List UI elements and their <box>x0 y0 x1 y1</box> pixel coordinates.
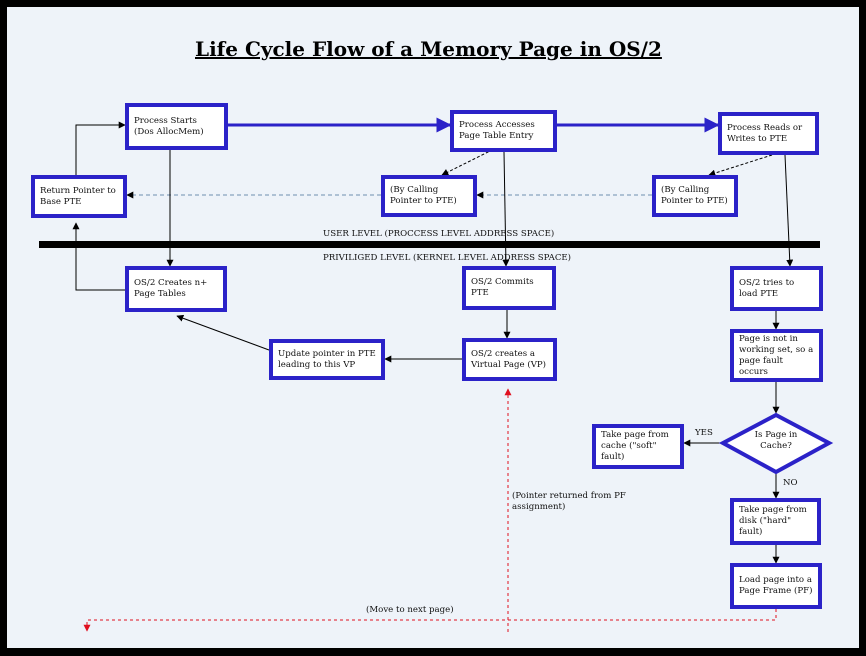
arrow-creates-tables-to-return <box>72 222 125 291</box>
node-os2-creates-tables: OS/2 Creates n+ Page Tables <box>125 266 227 312</box>
node-process-reads: Process Reads or Writes to PTE <box>718 112 819 155</box>
user-level-label: USER LEVEL (PROCCESS LEVEL ADDRESS SPACE… <box>323 229 555 239</box>
node-is-in-cache-label: Is Page in Cache? <box>754 430 798 451</box>
node-os2-creates-vp: OS/2 creates a Virtual Page (VP) <box>462 338 557 381</box>
page-title: Life Cycle Flow of a Memory Page in OS/2 <box>195 37 662 61</box>
arrow-reads-to-calling2 <box>708 154 773 177</box>
node-load-page: Load page into a Page Frame (PF) <box>730 563 822 609</box>
arrow-move-next-page <box>83 609 777 632</box>
node-update-pointer: Update pointer in PTE leading to this VP <box>269 339 385 380</box>
arrow-reads-to-tries <box>784 154 794 267</box>
node-process-accesses: Process Accesses Page Table Entry <box>450 110 557 152</box>
edge-label-move-next: (Move to next page) <box>366 605 454 615</box>
node-take-from-disk: Take page from disk ("hard" fault) <box>730 498 821 545</box>
arrow-accesses-to-commits <box>502 151 510 267</box>
arrow-update-to-creates-tables <box>176 314 270 351</box>
node-process-starts: Process Starts (Dos AllocMem) <box>125 103 228 150</box>
node-take-from-cache: Take page from cache ("soft" fault) <box>592 424 684 469</box>
node-os2-tries: OS/2 tries to load PTE <box>730 266 823 311</box>
edge-label-no: NO <box>783 478 798 488</box>
node-by-calling-1: (By Calling Pointer to PTE) <box>381 175 477 217</box>
level-divider <box>39 241 820 248</box>
node-by-calling-2: (By Calling Pointer to PTE) <box>652 175 738 217</box>
diagram-canvas: Life Cycle Flow of a Memory Page in OS/2… <box>7 7 859 648</box>
decision-diamond-is-in-cache <box>718 412 834 475</box>
arrow-return-to-starts <box>75 121 126 175</box>
node-return-pointer: Return Pointer to Base PTE <box>31 175 127 218</box>
edge-label-yes: YES <box>695 428 713 438</box>
connector-layer <box>72 117 834 632</box>
edge-label-pointer-returned: (Pointer returned from PF assignment) <box>512 491 626 512</box>
node-os2-commits: OS/2 Commits PTE <box>462 266 556 310</box>
node-page-not-in-ws: Page is not in working set, so a page fa… <box>730 329 823 382</box>
kernel-level-label: PRIVILIGED LEVEL (KERNEL LEVEL ADDRESS S… <box>323 253 572 263</box>
